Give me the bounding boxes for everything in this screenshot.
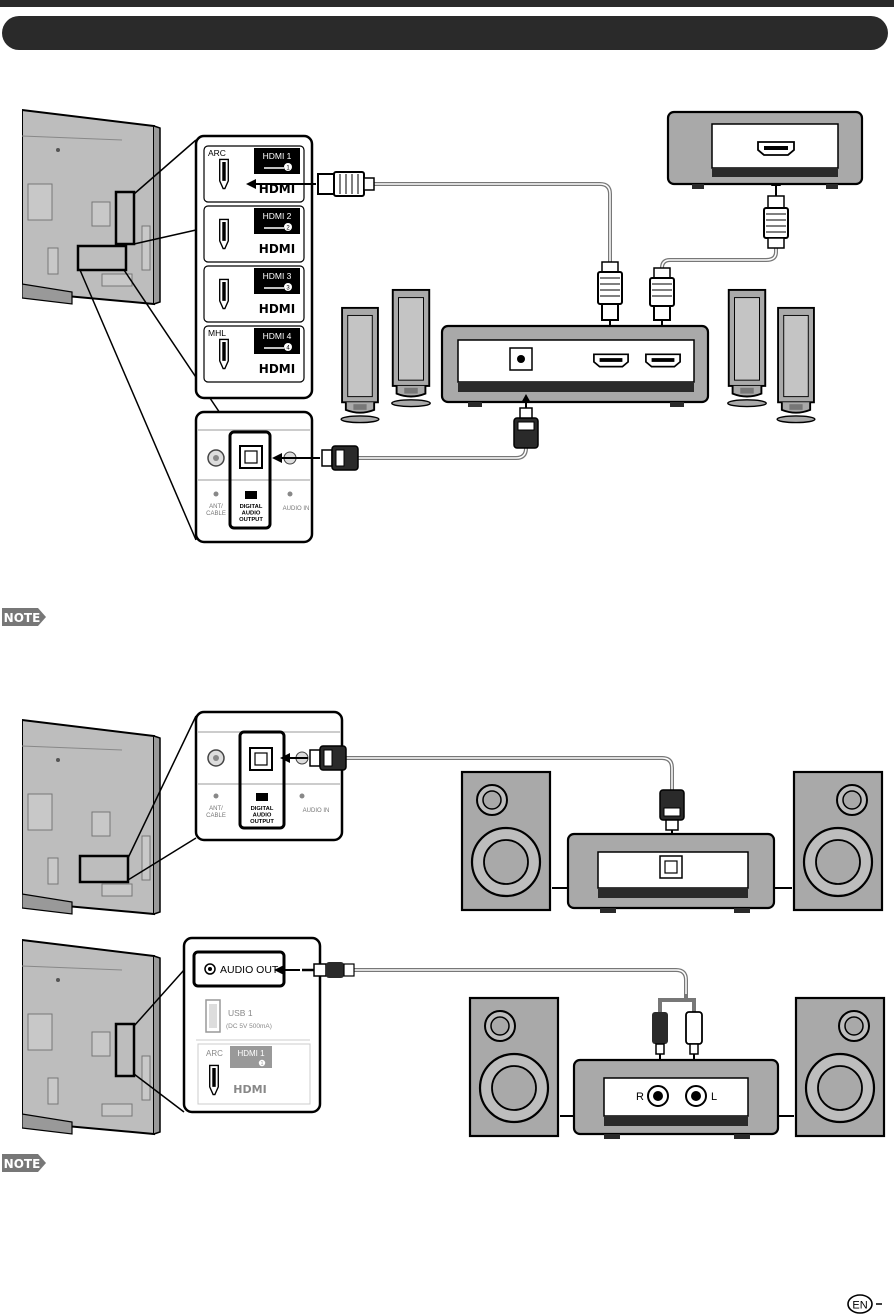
hdmi-port-2-name: HDMI 2 — [263, 211, 292, 221]
hdmi1-label: HDMI 1 — [237, 1049, 265, 1058]
hdmi-logo: HDMI — [259, 182, 295, 196]
ant-cable-label: ANT/CABLE — [206, 504, 226, 517]
speaker-rear-right — [726, 288, 768, 408]
speaker-front-right — [776, 306, 816, 424]
arc-label: ARC — [206, 1049, 223, 1058]
hdmi-socket-icon — [218, 338, 230, 370]
hdmi-port-highlight — [114, 190, 136, 246]
hdmi-plug-left — [317, 171, 375, 197]
speaker-right-3 — [794, 996, 886, 1138]
speaker-left-2 — [460, 770, 552, 912]
hdmi-logo-bottom: HDMI — [233, 1083, 266, 1096]
top-rule — [0, 0, 894, 7]
audio-amplifier-digital — [566, 832, 776, 913]
hdmi-port-1-number: 1 — [286, 166, 290, 172]
note-badge-1: NOTE — [2, 608, 46, 626]
audio-in-label-2: AUDIO IN — [303, 808, 330, 814]
hdmi-cable-2 — [660, 236, 778, 269]
rca-left-label: L — [711, 1091, 717, 1103]
hdmi-logo: HDMI — [259, 302, 295, 316]
hdmi-port-1-name: HDMI 1 — [263, 151, 292, 161]
hdmi-port-3-name: HDMI 3 — [263, 271, 292, 281]
language-badge: EN — [847, 1294, 882, 1314]
hdmi-port-4-side-label: MHL — [208, 328, 226, 338]
audio-amplifier-analog: R L — [572, 1058, 780, 1139]
speaker-left-3 — [468, 996, 560, 1138]
hdmi-socket-icon — [218, 278, 230, 310]
speaker-front-left — [340, 306, 380, 424]
hdmi1-num: 1 — [261, 1061, 264, 1067]
tv-back-middle — [22, 719, 161, 915]
usb-label: USB 1 — [228, 1008, 253, 1018]
usb-spec-label: (DC 5V 500mA) — [226, 1023, 272, 1030]
audio-out-panel: AUDIO OUT USB 1 (DC 5V 500mA) ARC HDMI 1… — [182, 936, 322, 1114]
hdmi-port-2-number: 2 — [286, 226, 290, 232]
speaker-rear-left — [390, 288, 432, 408]
language-code: EN — [852, 1300, 867, 1312]
rca-right-label: R — [636, 1091, 644, 1103]
hdmi-plug-source — [763, 176, 789, 249]
hdmi-cable-1 — [372, 182, 612, 262]
speaker-right-2 — [792, 770, 884, 912]
note-label-2: NOTE — [4, 1157, 41, 1171]
hdmi-logo: HDMI — [259, 242, 295, 256]
tv-back-bottom — [22, 939, 161, 1135]
mini-jack-plug — [274, 962, 355, 978]
audio-cable-35mm — [352, 968, 688, 994]
ant-cable-label-2: ANT/CABLE — [206, 806, 226, 819]
note-label-1: NOTE — [4, 611, 41, 625]
hdmi-socket-icon — [218, 158, 230, 190]
optical-plug-tv — [272, 445, 359, 471]
hdmi-source-device — [666, 110, 864, 189]
optical-plug-tv-2 — [280, 745, 347, 771]
av-receiver — [440, 324, 710, 407]
hdmi-port-4-number: 4 — [286, 346, 290, 352]
hdmi-port-3-number: 3 — [286, 286, 290, 292]
note-badge-2: NOTE — [2, 1154, 46, 1172]
audio-port-highlight — [76, 244, 128, 272]
audio-in-label: AUDIO IN — [283, 506, 310, 512]
hdmi-port-1-side-label: ARC — [208, 148, 226, 158]
section-title-bar — [2, 16, 888, 50]
hdmi-port-4-name: HDMI 4 — [263, 331, 292, 341]
optical-plug-receiver — [513, 394, 539, 449]
hdmi-logo: HDMI — [259, 362, 295, 376]
optical-cable-1 — [356, 447, 528, 460]
audio-out-label: AUDIO OUT — [220, 964, 279, 976]
tv-back-top — [22, 109, 161, 305]
hdmi-socket-icon — [218, 218, 230, 250]
